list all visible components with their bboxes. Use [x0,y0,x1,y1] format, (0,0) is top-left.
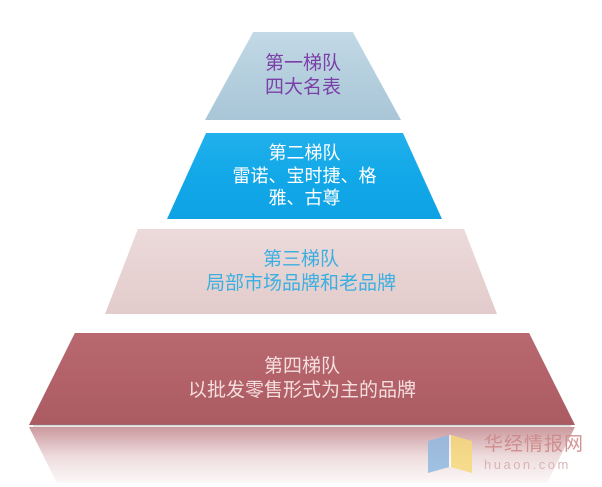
tier-4-trapezoid [29,333,575,425]
tier-1-body: 四大名表 [264,77,341,98]
pyramid-tier-3[interactable]: 第三梯队 局部市场品牌和老品牌 [105,229,497,314]
base-seam-line [33,424,571,427]
pyramid-tier-4[interactable]: 第四梯队 以批发零售形式为主的品牌 [29,333,575,425]
pyramid-tier-1[interactable]: 第一梯队 四大名表 [205,32,401,120]
base-reflection: 以批发零售形式为主的品牌 第四梯队 [29,427,575,483]
tier-1-heading: 第一梯队 [264,53,341,75]
tier-2-heading: 第二梯队 [268,142,341,163]
watermark-title: 华经情报网 [484,434,585,456]
base-reflection-shape [29,427,575,483]
tier-3-body: 局部市场品牌和老品牌 [205,272,396,294]
watermark: 华经情报网 huaon.com [424,427,598,481]
tier-3-trapezoid [105,229,497,314]
tier-2-body: 雷诺、宝时捷、格 雅、古尊 [232,165,377,209]
tier-3-heading: 第三梯队 [262,248,339,270]
watermark-url: huaon.com [484,457,571,473]
watermark-text-group: 华经情报网 huaon.com [484,434,585,473]
tier-4-heading: 第四梯队 [263,356,340,378]
huaon-logo-icon [424,433,480,475]
pyramid-tier-2[interactable]: 第二梯队 雷诺、宝时捷、格 雅、古尊 [167,133,442,219]
tier-2-trapezoid [167,133,442,219]
tier-4-body: 以批发零售形式为主的品牌 [187,380,416,401]
